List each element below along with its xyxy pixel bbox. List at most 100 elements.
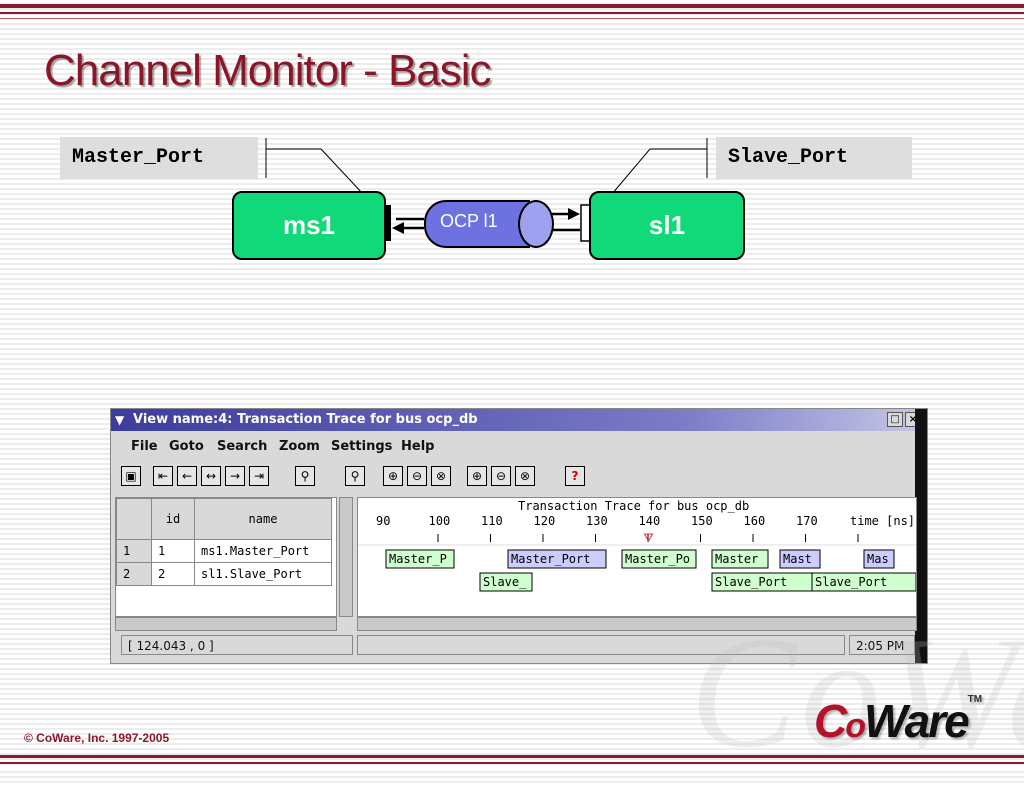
prev-icon[interactable]: ← <box>177 466 197 486</box>
statusbar: [ 124.043 , 0 ] 2:05 PM <box>115 633 917 659</box>
logo-c: C <box>814 695 847 747</box>
port-table: id name 1 1 ms1.Master_Port 2 2 sl1.Slav… <box>116 498 332 586</box>
menu-file[interactable]: File <box>131 439 158 454</box>
trace-pane: Transaction Trace for bus ocp_db 90 100 11… <box>357 497 917 617</box>
window-titlebar: ▼ View name:4: Transaction Trace for bus… <box>111 409 927 431</box>
status-message <box>357 635 845 655</box>
table-horizontal-scrollbar[interactable] <box>115 617 337 631</box>
svg-text:Master_Po: Master_Po <box>625 552 690 566</box>
table-row[interactable]: 2 2 sl1.Slave_Port <box>116 562 332 586</box>
menu-help[interactable]: Help <box>401 439 435 454</box>
slave-port-label: Slave_Port <box>716 137 912 179</box>
bottom-rule <box>0 755 1024 758</box>
transaction-box[interactable]: Master <box>711 549 769 569</box>
table-header-blank <box>116 498 152 540</box>
zoom-in-icon[interactable]: ⊕ <box>383 466 403 486</box>
time-tick-label: 110 <box>481 514 503 528</box>
time-tick-label: 130 <box>586 514 608 528</box>
inspect-icon[interactable]: ⚲ <box>295 466 315 486</box>
bottom-rule-thin <box>0 762 1024 764</box>
menu-search[interactable]: Search <box>217 439 268 454</box>
cell-name: ms1.Master_Port <box>194 539 332 563</box>
transaction-box[interactable]: Slave_Port <box>711 572 813 592</box>
svg-text:Slave_: Slave_ <box>483 575 527 589</box>
time-tick-label: 150 <box>691 514 713 528</box>
top-rule-thin <box>0 12 1024 14</box>
transaction-box[interactable]: Slave_Port <box>811 572 916 592</box>
ocp-channel <box>424 200 530 248</box>
first-icon[interactable]: ⇤ <box>153 466 173 486</box>
zoom-icon[interactable]: ⚲ <box>345 466 365 486</box>
transaction-trace-window: ▼ View name:4: Transaction Trace for bus… <box>110 408 928 664</box>
slide-title: Channel Monitor - Basic <box>44 46 492 95</box>
cell-id: 1 <box>151 539 195 563</box>
menu-zoom[interactable]: Zoom <box>279 439 320 454</box>
svg-text:Mas: Mas <box>867 552 889 566</box>
next-icon[interactable]: → <box>225 466 245 486</box>
time-tick-label: 170 <box>796 514 818 528</box>
zoom-y-icon[interactable]: ⊗ <box>515 466 535 486</box>
svg-text:Mast: Mast <box>783 552 812 566</box>
status-coords: [ 124.043 , 0 ] <box>121 635 353 655</box>
menubar: File Goto Search Zoom Settings Help <box>111 434 917 460</box>
master-port-label: Master_Port <box>60 137 258 179</box>
port-table-pane: id name 1 1 ms1.Master_Port 2 2 sl1.Slav… <box>115 497 337 617</box>
cell-name: sl1.Slave_Port <box>194 562 332 586</box>
svg-text:Master: Master <box>715 552 758 566</box>
time-tick-label: 160 <box>744 514 766 528</box>
ms1-block: ms1 <box>232 191 386 260</box>
trace-unit-label: time [ns] <box>850 514 915 528</box>
time-tick-label: 120 <box>534 514 556 528</box>
logo-o: o <box>845 707 866 745</box>
transaction-box[interactable]: Master_Po <box>621 549 697 569</box>
trace-horizontal-scrollbar[interactable] <box>357 617 917 631</box>
transaction-box[interactable]: Slave_ <box>479 572 533 592</box>
zoom-out-icon[interactable]: ⊖ <box>407 466 427 486</box>
sl1-block: sl1 <box>589 191 745 260</box>
transaction-box[interactable]: Master_Port <box>507 549 607 569</box>
time-tick-label: 100 <box>429 514 451 528</box>
top-rule-faint <box>0 18 1024 19</box>
fit-icon[interactable]: ↔ <box>201 466 221 486</box>
zoom-x-icon[interactable]: ⊗ <box>431 466 451 486</box>
table-header-id[interactable]: id <box>151 498 195 540</box>
maximize-button[interactable]: □ <box>887 412 903 427</box>
zoom-out-y-icon[interactable]: ⊖ <box>491 466 511 486</box>
menu-goto[interactable]: Goto <box>169 439 204 454</box>
trace-title: Transaction Trace for bus ocp_db <box>518 499 749 513</box>
time-tick-label: 140 <box>639 514 661 528</box>
table-header-name[interactable]: name <box>194 498 332 540</box>
table-row[interactable]: 1 1 ms1.Master_Port <box>116 539 332 563</box>
logo-tm: TM <box>967 694 983 705</box>
coware-logo: CoWareTM <box>814 694 982 748</box>
svg-text:Master_P: Master_P <box>389 552 447 566</box>
table-vertical-scrollbar[interactable] <box>339 497 353 617</box>
watermark: CoWare <box>690 603 1024 781</box>
toolbar: ▣ ⇤ ← ↔ → ⇥ ⚲ ⚲ ⊕ ⊖ ⊗ ⊕ ⊖ ⊗ ? <box>111 463 917 493</box>
help-icon[interactable]: ? <box>565 466 585 486</box>
transaction-box[interactable]: Mas <box>863 549 895 569</box>
logo-ware: Ware <box>864 695 970 747</box>
window-title: View name:4: Transaction Trace for bus o… <box>133 412 478 427</box>
transaction-box[interactable]: Master_P <box>385 549 455 569</box>
top-rule <box>0 4 1024 8</box>
ocp-channel-cap <box>518 200 554 248</box>
status-time: 2:05 PM <box>849 635 915 655</box>
menu-settings[interactable]: Settings <box>331 439 393 454</box>
zoom-in-y-icon[interactable]: ⊕ <box>467 466 487 486</box>
last-icon[interactable]: ⇥ <box>249 466 269 486</box>
ocp-channel-label: OCP l1 <box>440 211 498 231</box>
copyright: © CoWare, Inc. 1997-2005 <box>24 731 170 745</box>
svg-text:Slave_Port: Slave_Port <box>715 575 787 589</box>
save-icon[interactable]: ▣ <box>121 466 141 486</box>
trace-canvas: Transaction Trace for bus ocp_db 90 100 11… <box>358 499 916 592</box>
row-number: 2 <box>116 562 152 586</box>
time-tick-label: 90 <box>376 514 390 528</box>
cell-id: 2 <box>151 562 195 586</box>
svg-text:Master_Port: Master_Port <box>511 552 590 566</box>
window-edge <box>915 409 927 663</box>
cursor-marker[interactable] <box>643 533 654 543</box>
row-number: 1 <box>116 539 152 563</box>
chevron-down-icon[interactable]: ▼ <box>115 413 125 427</box>
transaction-box[interactable]: Mast <box>779 549 821 569</box>
